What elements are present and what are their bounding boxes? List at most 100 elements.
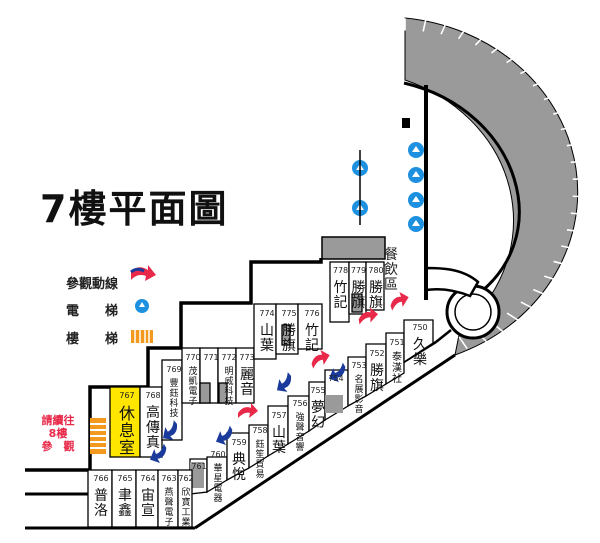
- booth-name-char: 名: [354, 373, 363, 385]
- booth-name-char: 山: [260, 323, 274, 339]
- booth-name-char: 旗: [352, 295, 366, 311]
- booth-number: 753: [351, 361, 366, 370]
- booth-number: 754: [328, 374, 343, 383]
- booth-name-char: 旗: [282, 338, 296, 354]
- elevator-icon: [408, 216, 424, 232]
- elevator-icon: [408, 192, 424, 208]
- booth-number: 759: [231, 438, 246, 447]
- booth-number: 755: [310, 386, 325, 395]
- booth-name-char: 威: [224, 375, 233, 387]
- booth-name-char: 泰: [392, 350, 402, 363]
- legend-route-arrow-icon: [131, 265, 156, 281]
- booth-number: 762: [178, 474, 193, 483]
- booth-name-char: 久: [413, 337, 427, 353]
- booth-number: 778: [333, 266, 348, 275]
- legend-elevator-icon: [135, 299, 149, 313]
- booth-name-char: 科: [224, 385, 233, 397]
- amphitheater: [402, 17, 598, 356]
- booth-name-char: 笙: [255, 448, 264, 460]
- route-arrow-icon: [238, 403, 258, 418]
- booth-number: 765: [117, 474, 132, 483]
- booth-name-char: 電: [188, 386, 197, 397]
- booth-name-char: 室: [119, 438, 135, 457]
- booth-name-char: 鈺: [255, 438, 264, 450]
- booth-name-char: 電: [213, 483, 222, 494]
- booth-name-char: 子: [164, 517, 173, 528]
- booth-name-char: 葉: [260, 338, 274, 354]
- booth-name-char: 竹: [334, 280, 348, 296]
- booth-name-char: 業: [181, 516, 190, 528]
- booth-name-char: 勝: [352, 280, 366, 296]
- booth-number: 761: [191, 462, 206, 471]
- booth-name-char: 社: [392, 372, 402, 385]
- page-title: 7樓平面圖: [40, 187, 229, 231]
- booth-number: 779: [351, 266, 366, 275]
- booth-name-char: 強: [295, 411, 304, 423]
- booth-name-char: 寶: [181, 496, 190, 508]
- booth-number: 760: [210, 450, 225, 459]
- booth-name-char: 記: [334, 294, 348, 311]
- booth-name-char: 旗: [369, 295, 383, 311]
- booth-name-char: 燕: [164, 486, 173, 498]
- booth-name-char: 幻: [311, 415, 325, 431]
- booth-number: 758: [252, 426, 267, 435]
- route-arrow-icon: [149, 443, 167, 464]
- booth-name-char: 竹: [305, 323, 319, 339]
- booth-name-char: 明: [224, 366, 233, 377]
- booth-number: 772: [221, 353, 236, 362]
- booth-name-char: 聿: [118, 488, 132, 504]
- corridor-gray-band: [321, 236, 386, 260]
- booth-number: 780: [368, 266, 383, 275]
- booth-name-char: 典: [232, 452, 246, 468]
- booth-number: 756: [292, 399, 307, 408]
- booth-number: 775: [281, 309, 296, 318]
- route-arrow-icon: [390, 292, 409, 311]
- notice-go-8f: 請續往 8樓 參 觀: [28, 414, 88, 453]
- booth-number: 751: [389, 338, 404, 347]
- booth-name-char: 響: [295, 441, 304, 453]
- route-arrow-icon: [311, 350, 330, 369]
- booth-name-char: 真: [146, 435, 160, 451]
- lower-booths: [87, 319, 434, 528]
- booth-name-char: 易: [255, 469, 264, 480]
- booth-name-char: 工: [181, 508, 190, 518]
- booth-name-char: 凱: [188, 376, 197, 387]
- booth-name-char: 豐: [169, 378, 178, 389]
- booth-name-char: 音: [295, 431, 304, 443]
- route-arrows: [149, 292, 409, 464]
- notice-line-1: 請續往: [41, 414, 75, 427]
- booth-name-char: 鈺: [169, 387, 178, 399]
- booth-number: 773: [239, 353, 254, 362]
- booth-name-char: 葉: [272, 440, 286, 456]
- booth-number: 771: [203, 353, 218, 362]
- booth-number: 764: [140, 474, 155, 483]
- booth-number: 750: [412, 323, 427, 332]
- booth-name-char: 勝: [282, 323, 296, 339]
- booth-name-char: 貿: [255, 458, 264, 470]
- booth-name-char: 勝: [370, 363, 384, 379]
- booth-name-char: 麗: [240, 367, 254, 383]
- booth-name-char: 宙: [141, 488, 155, 504]
- route-arrow-icon: [358, 307, 379, 325]
- booth-number: 767: [119, 391, 134, 400]
- legend-route-label: 參觀動線: [66, 277, 119, 292]
- elevators: [352, 142, 424, 232]
- booth-number: 768: [145, 391, 160, 400]
- booth-number: 769: [166, 365, 181, 374]
- booth-name-char: 影: [354, 394, 363, 405]
- booth-name-char: 勝: [369, 280, 383, 296]
- booth-name-char: 普: [94, 488, 108, 504]
- booth-name-char: 記: [305, 337, 319, 354]
- legend-elevator-label: 電 梯: [66, 304, 119, 319]
- legend-stairs-icon: [131, 330, 153, 343]
- booth-name-char: 聲: [295, 422, 304, 433]
- booth-name-char: 夢: [311, 400, 325, 416]
- booth-name-char: 音: [240, 381, 254, 398]
- booth-name-char: 息: [119, 421, 135, 440]
- booth-name-char: 旗: [370, 378, 384, 394]
- legend-stairs-label: 樓 梯: [66, 332, 119, 347]
- booth-number: 770: [185, 353, 200, 362]
- elevator-icon: [408, 167, 424, 183]
- elevator-icon: [408, 142, 424, 158]
